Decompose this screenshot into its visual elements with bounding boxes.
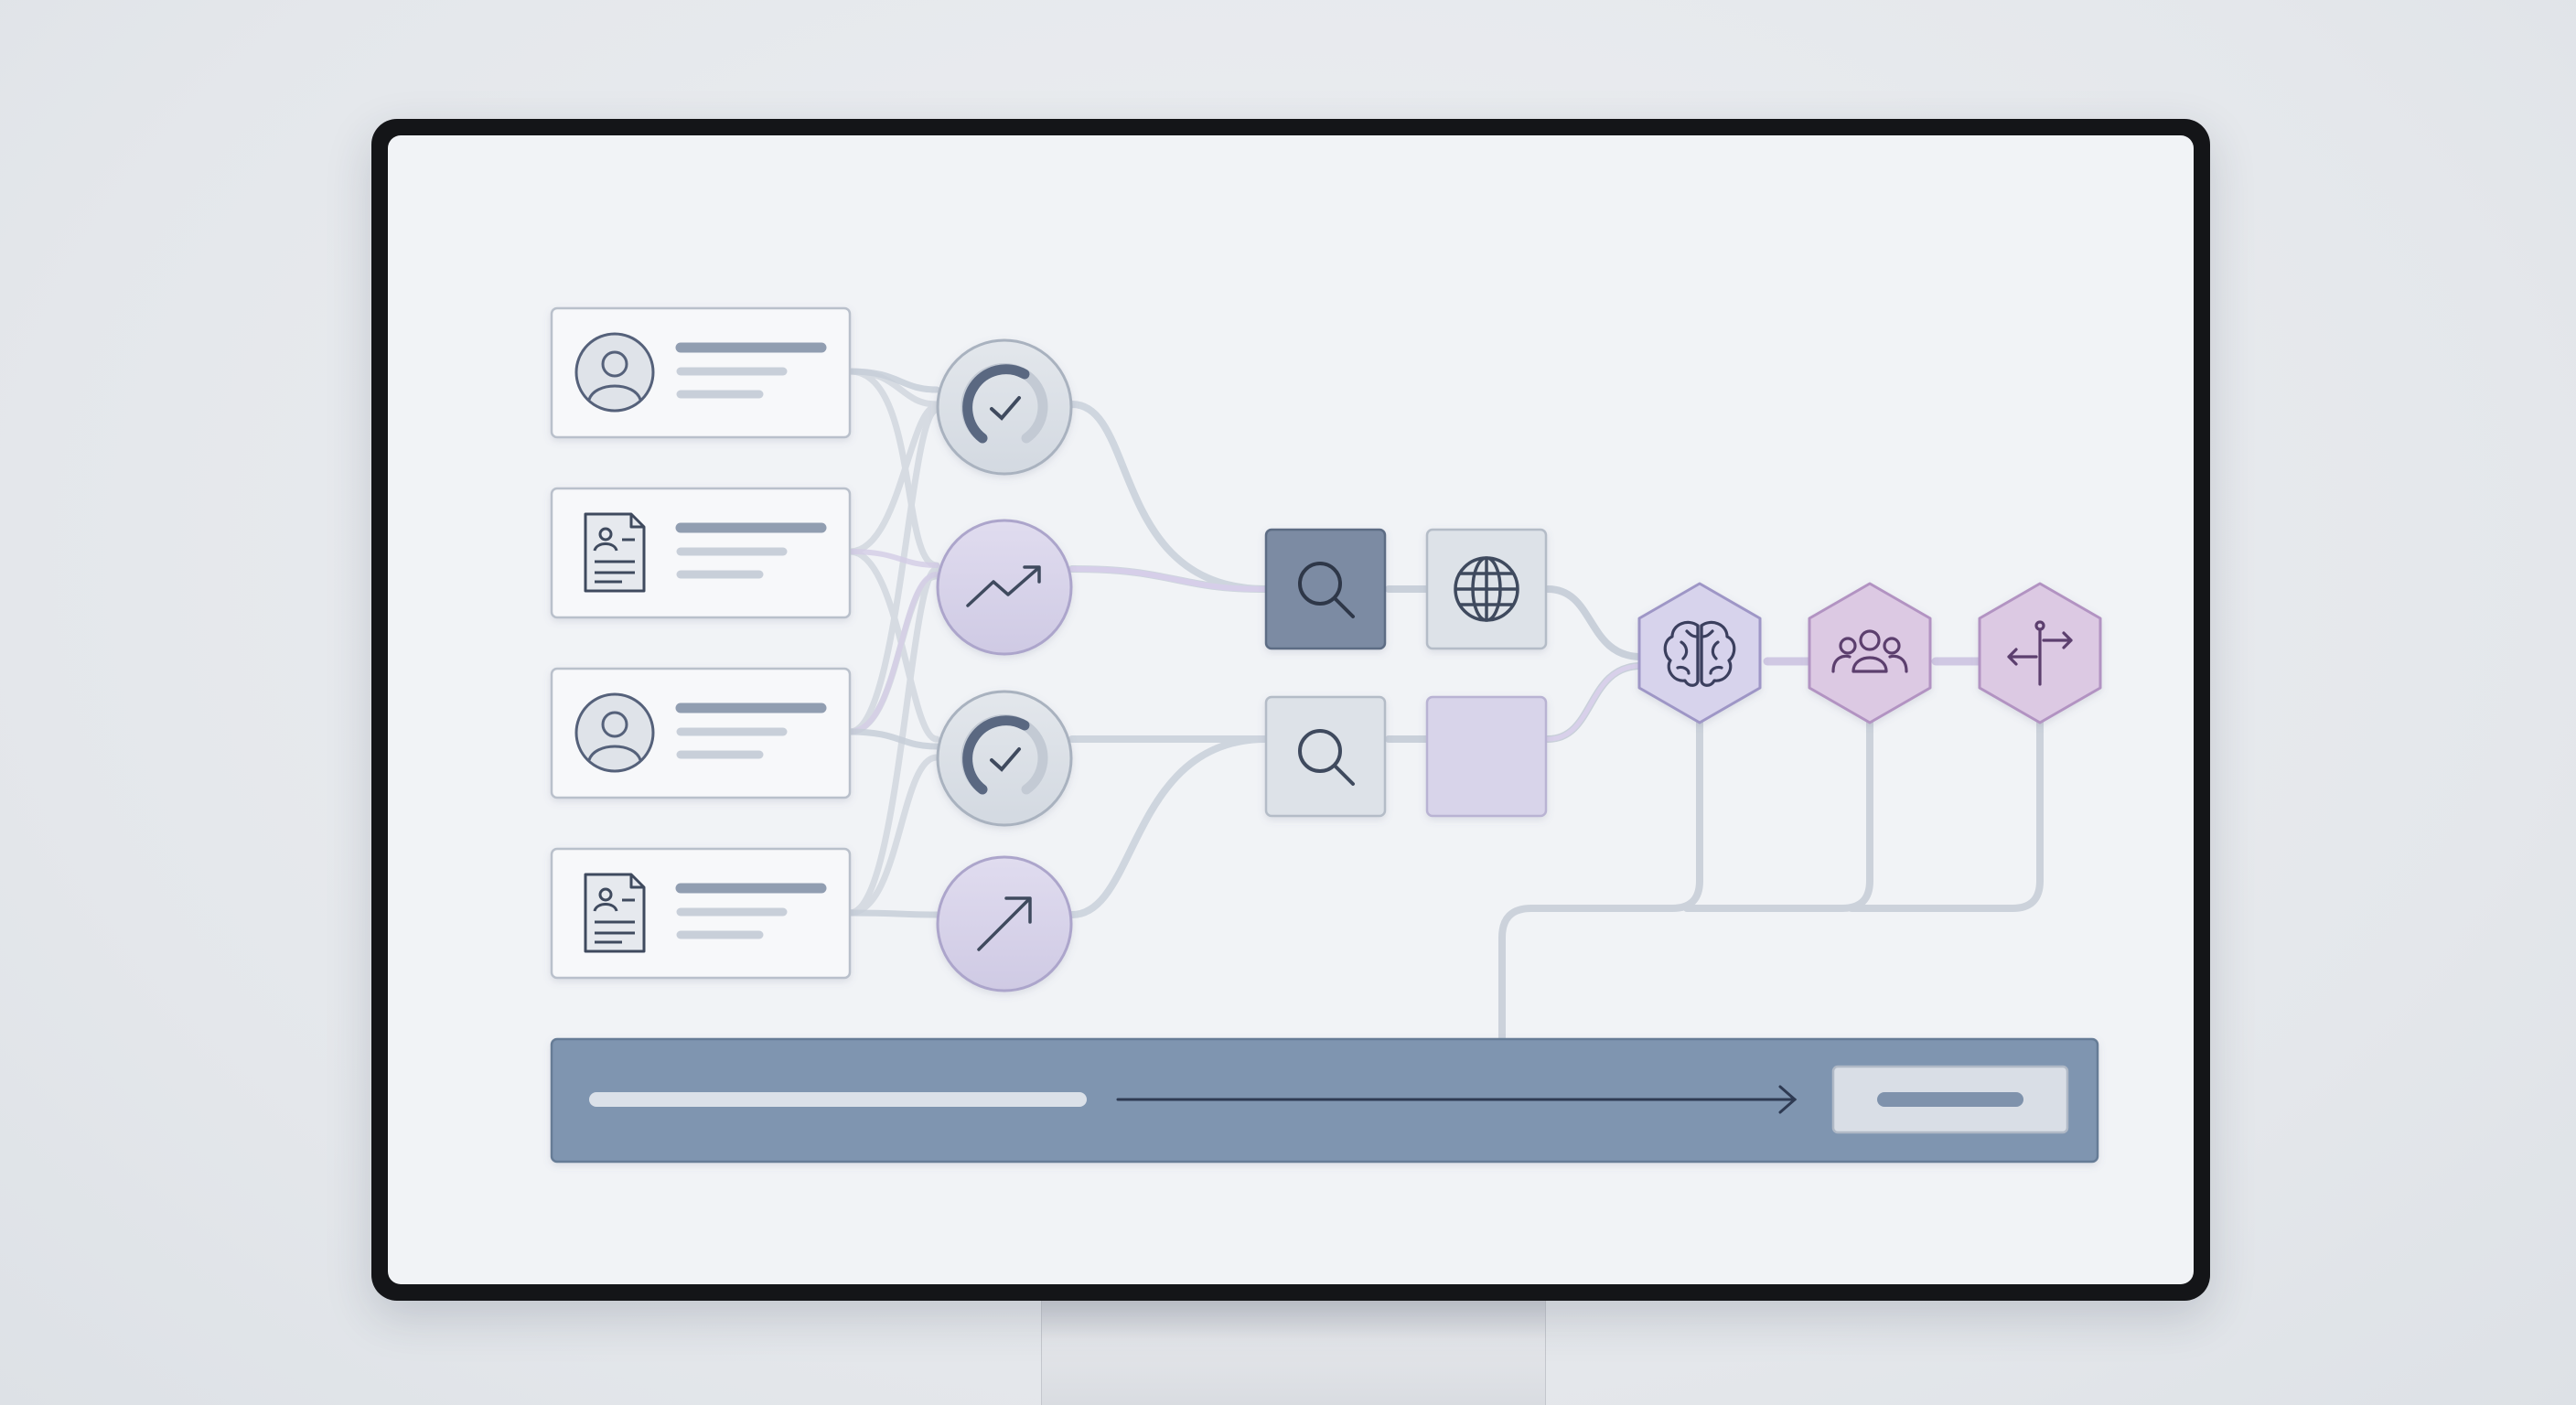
globe-icon xyxy=(1454,556,1519,622)
document-profile-icon xyxy=(584,873,646,953)
workflow-diagram xyxy=(550,306,2102,1164)
signpost-icon xyxy=(2007,620,2073,686)
arrow-up-right-icon xyxy=(977,896,1032,951)
document-profile-icon xyxy=(584,512,646,593)
connector-lines xyxy=(846,368,2044,1045)
output-bar xyxy=(550,1037,2099,1164)
user-profile-icon xyxy=(574,332,655,413)
search-icon xyxy=(1298,562,1355,618)
monitor-bezel xyxy=(371,119,2210,1301)
hex-node-team[interactable] xyxy=(1808,582,1932,724)
user-profile-icon xyxy=(574,692,655,773)
tool-nodes xyxy=(1264,528,1548,818)
tool-node-search[interactable] xyxy=(1264,695,1387,818)
trend-up-icon xyxy=(966,565,1041,607)
brain-icon xyxy=(1663,620,1736,687)
monitor-stand xyxy=(1041,1297,1546,1405)
metric-node-trend[interactable] xyxy=(936,519,1073,656)
gauge-check-icon xyxy=(961,363,1048,444)
arrow-right-icon xyxy=(1116,1085,1798,1114)
agent-nodes xyxy=(1637,582,2102,724)
card-text-lines xyxy=(675,342,827,939)
metric-nodes xyxy=(936,338,1073,992)
metric-node-gauge-1[interactable] xyxy=(936,338,1073,476)
input-cards xyxy=(550,306,852,980)
tool-node-search-active[interactable] xyxy=(1264,528,1387,650)
workflow-screen xyxy=(388,135,2194,1284)
metric-node-gauge-2[interactable] xyxy=(936,690,1073,827)
output-button[interactable] xyxy=(1831,1065,2069,1134)
search-icon xyxy=(1298,729,1355,786)
team-icon xyxy=(1831,629,1908,673)
gauge-check-icon xyxy=(961,714,1048,795)
tool-node-blank[interactable] xyxy=(1425,695,1548,818)
hex-node-brain[interactable] xyxy=(1637,582,1762,724)
